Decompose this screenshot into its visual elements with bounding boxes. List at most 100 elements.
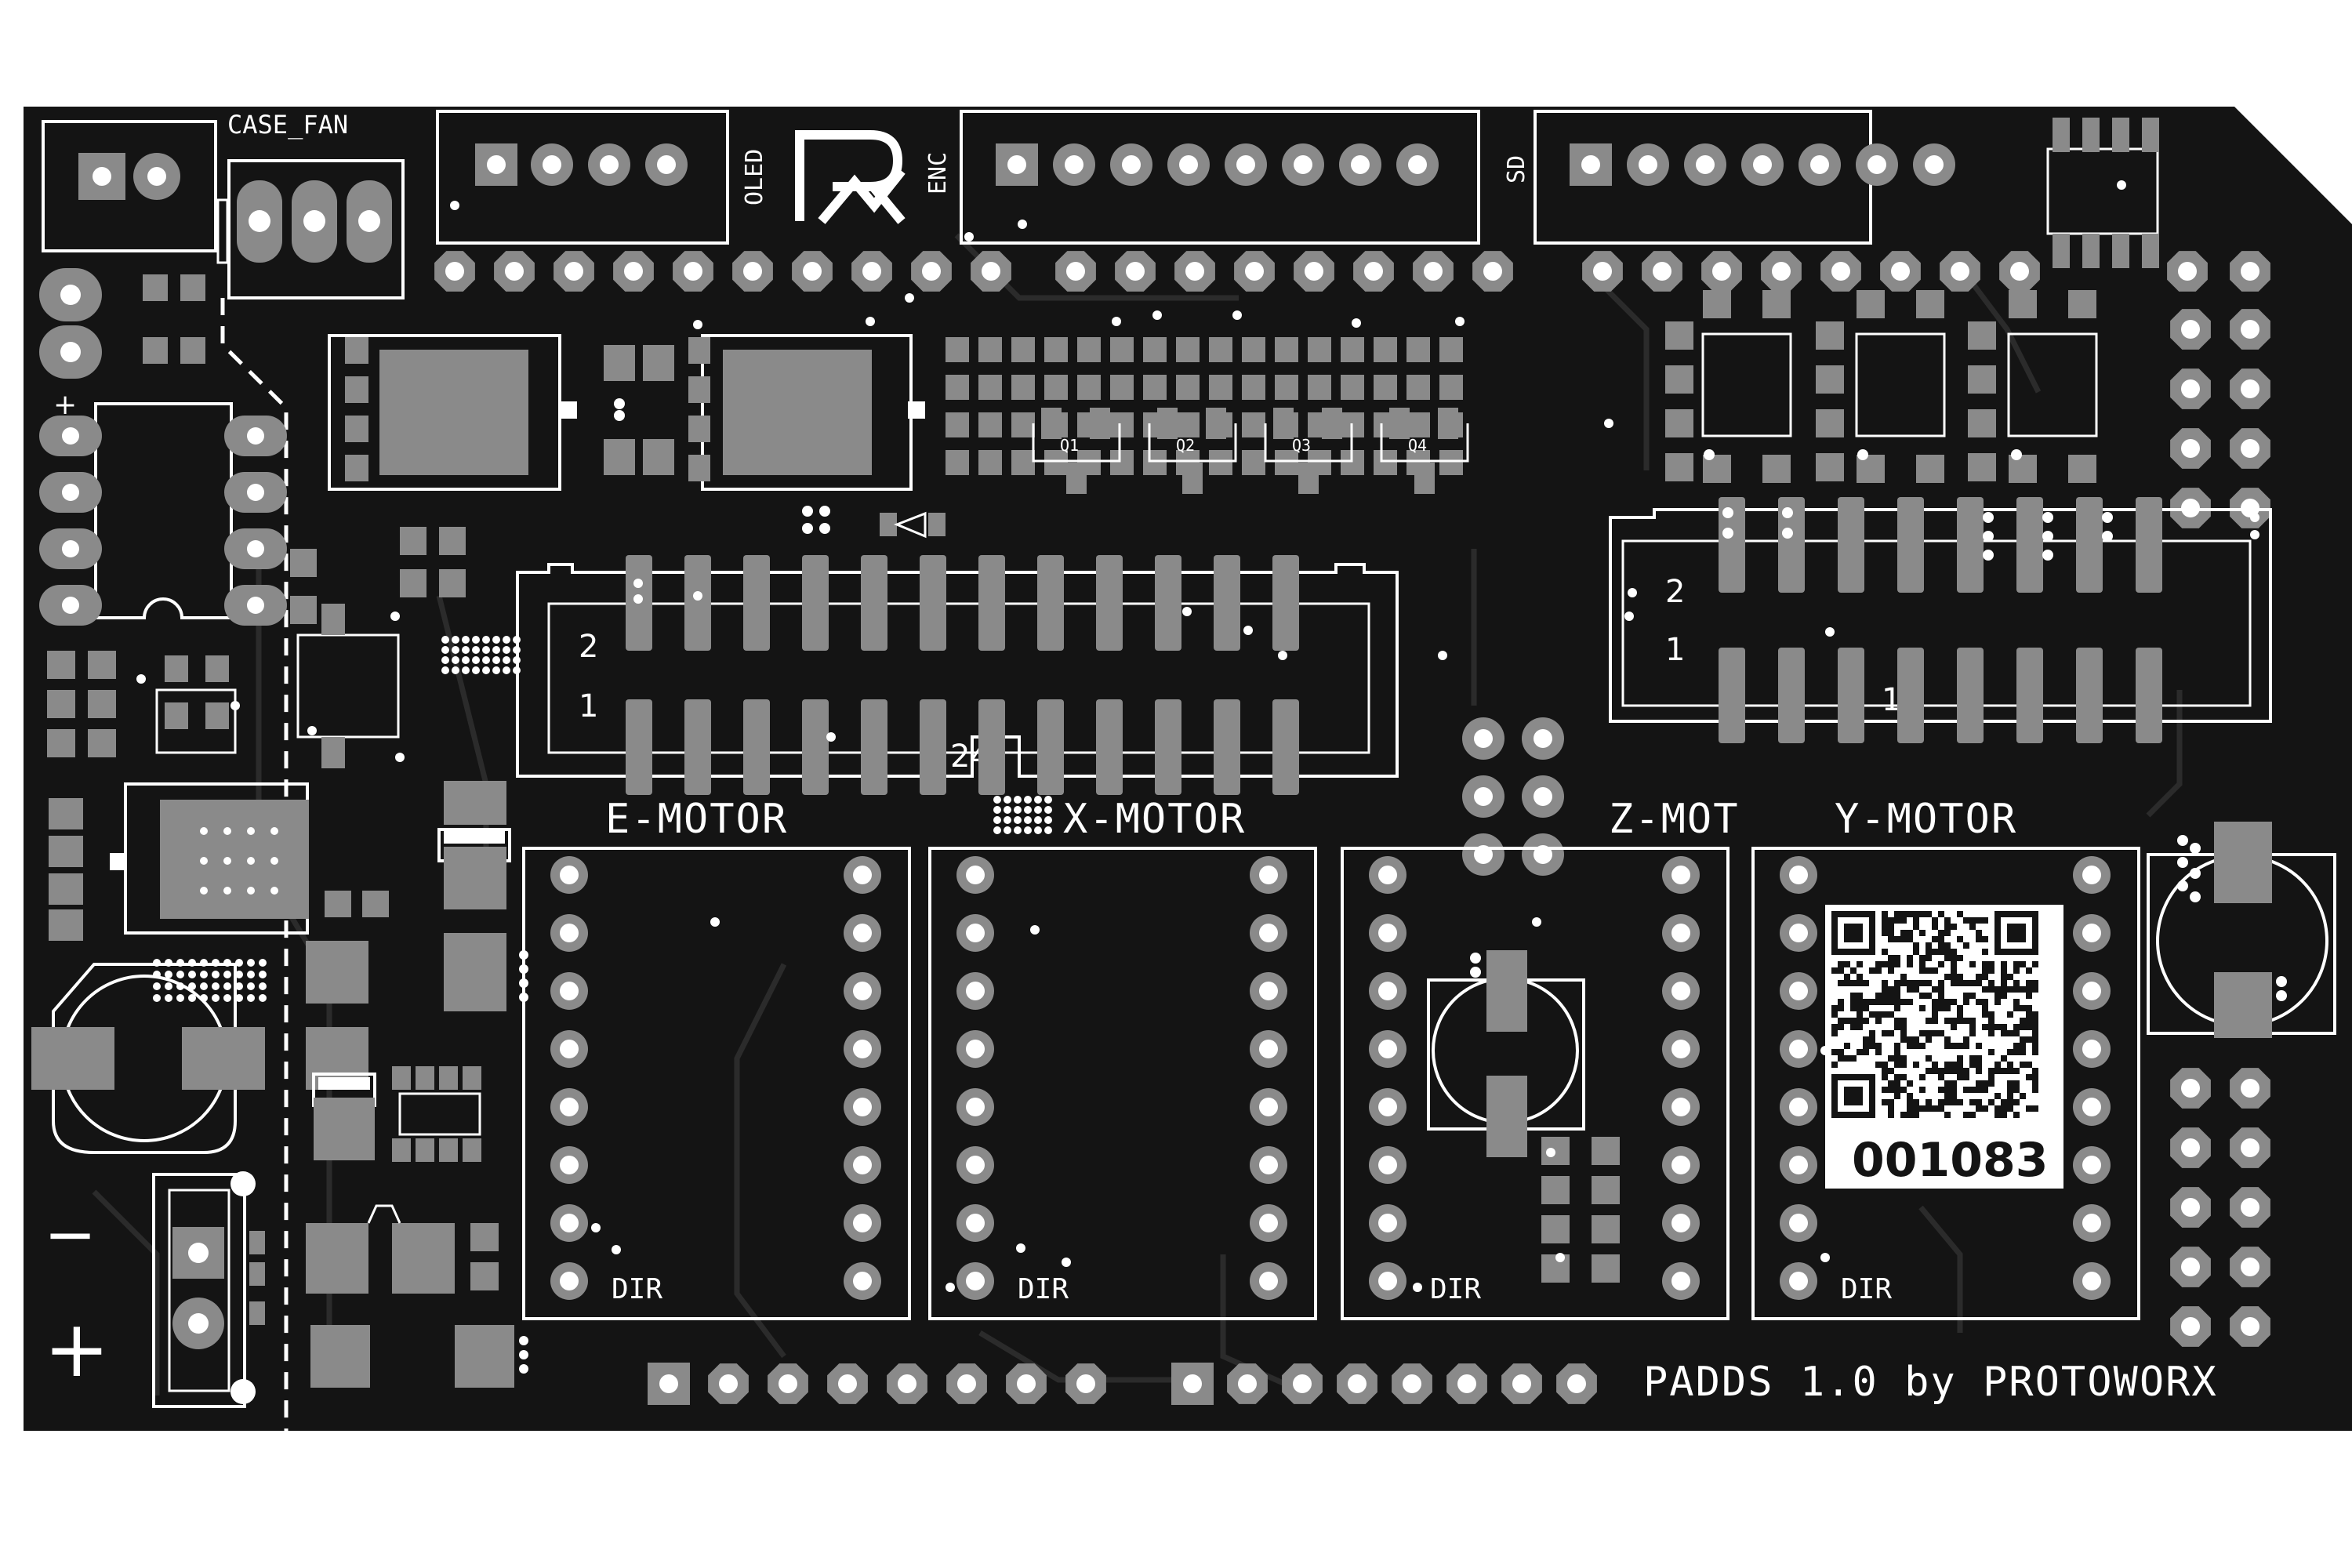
dip-hole (62, 597, 79, 614)
ribbon-pad (684, 555, 711, 651)
qr-module (1888, 936, 1894, 942)
qr-module (1963, 917, 1969, 924)
qr-module (1926, 1105, 1932, 1112)
minus-marker: − (44, 1198, 96, 1271)
qr-module (2013, 1112, 2020, 1118)
qr-module (1888, 1099, 1894, 1105)
qr-module (1907, 986, 1913, 993)
pin-hole (1259, 866, 1278, 884)
qr-module (1857, 999, 1863, 1005)
qr-module (1857, 993, 1863, 999)
qr-module (2013, 967, 2020, 974)
qr-module (1894, 980, 1900, 986)
qr-module (2013, 999, 2020, 1005)
qr-module (1963, 999, 1969, 1005)
qr-module (1919, 1074, 1926, 1080)
qr-module (1894, 1024, 1900, 1030)
ribbon-pad (1957, 497, 1984, 593)
dip-hole (62, 484, 79, 501)
header-pin-hole (1183, 1374, 1202, 1393)
smd-pad (1176, 337, 1200, 362)
qr-module (2026, 993, 2032, 999)
qr-module (1988, 1030, 1994, 1036)
via (2102, 512, 2113, 523)
header-pin-hole (1403, 1374, 1421, 1393)
pin-hole (560, 866, 579, 884)
ribbon-pad (920, 555, 946, 651)
qr-module (1938, 1087, 1944, 1093)
via (472, 666, 480, 674)
header-pin-hole (779, 1374, 797, 1393)
via (441, 646, 449, 654)
mosfet-pad (1066, 463, 1087, 494)
qr-module (1957, 1005, 1963, 1011)
qr-module (1894, 911, 1900, 917)
pcb-board (24, 107, 2352, 1431)
left-smd-cluster (47, 651, 237, 941)
qr-module (1957, 974, 1963, 980)
pin-hole (560, 1214, 579, 1232)
mosfet-label: Q1 (1060, 436, 1079, 455)
via (1782, 528, 1793, 539)
qr-module (1888, 1030, 1894, 1036)
qr-module (1969, 1024, 1976, 1030)
qr-module (1944, 942, 1951, 949)
via (492, 636, 500, 644)
ribbon-pad (1897, 648, 1924, 743)
qr-module (1913, 986, 1919, 993)
arduino-top-header (434, 251, 2270, 292)
ribbon-connector-24: 2 1 24 (516, 555, 1399, 795)
via (1004, 806, 1011, 814)
qr-module (1913, 980, 1919, 986)
qr-module (1988, 1068, 1994, 1074)
qr-module (1944, 1005, 1951, 1011)
qr-module (1951, 967, 1957, 974)
pin-hole (1259, 924, 1278, 942)
smd-pad (1439, 450, 1463, 475)
qr-module (1875, 967, 1882, 974)
pin-hole (1789, 1214, 1808, 1232)
mosfet-outline (1032, 423, 1121, 463)
qr-module (1988, 986, 1994, 993)
via (482, 656, 490, 664)
qr-module (1913, 942, 1919, 949)
qr-module (1963, 980, 1969, 986)
via (993, 796, 1001, 804)
qr-module (2001, 1055, 2007, 1062)
qr-module (1994, 993, 2001, 999)
qr-module (2001, 961, 2007, 967)
qr-module (1919, 980, 1926, 986)
smd-pad (1275, 375, 1298, 400)
motor-socket-outline (522, 847, 911, 1320)
qr-module (2007, 1093, 2013, 1099)
header-pin-hole (1951, 262, 1969, 281)
ribbon-pad (2136, 648, 2162, 743)
smd-pad (946, 450, 969, 475)
qr-module (1932, 999, 1938, 1005)
misc-vias (136, 94, 2259, 1292)
qr-module (2020, 1043, 2026, 1049)
right-header (2170, 309, 2270, 528)
qr-module (2013, 1049, 2020, 1055)
qr-module (1857, 980, 1863, 986)
header-pin-hole (1891, 262, 1910, 281)
qr-module (2007, 1068, 2013, 1074)
header-pin-hole (2181, 1317, 2200, 1336)
via (452, 646, 459, 654)
qr-module (1963, 1068, 1969, 1074)
qr-module (2007, 1062, 2013, 1068)
qr-module (2020, 1024, 2026, 1030)
qr-module (2032, 1049, 2038, 1055)
qr-module (1882, 1068, 1888, 1074)
qr-module (2020, 1093, 2026, 1099)
ribbon-pad (1037, 555, 1064, 651)
qr-module (1926, 942, 1932, 949)
qr-module (1838, 999, 1844, 1005)
pin-hole (1671, 866, 1690, 884)
pin-hole (2082, 1214, 2101, 1232)
qr-module (1982, 1005, 1988, 1011)
oled-label: OLED (741, 149, 768, 205)
via (693, 591, 702, 601)
enc-header: ENC (924, 110, 1480, 245)
